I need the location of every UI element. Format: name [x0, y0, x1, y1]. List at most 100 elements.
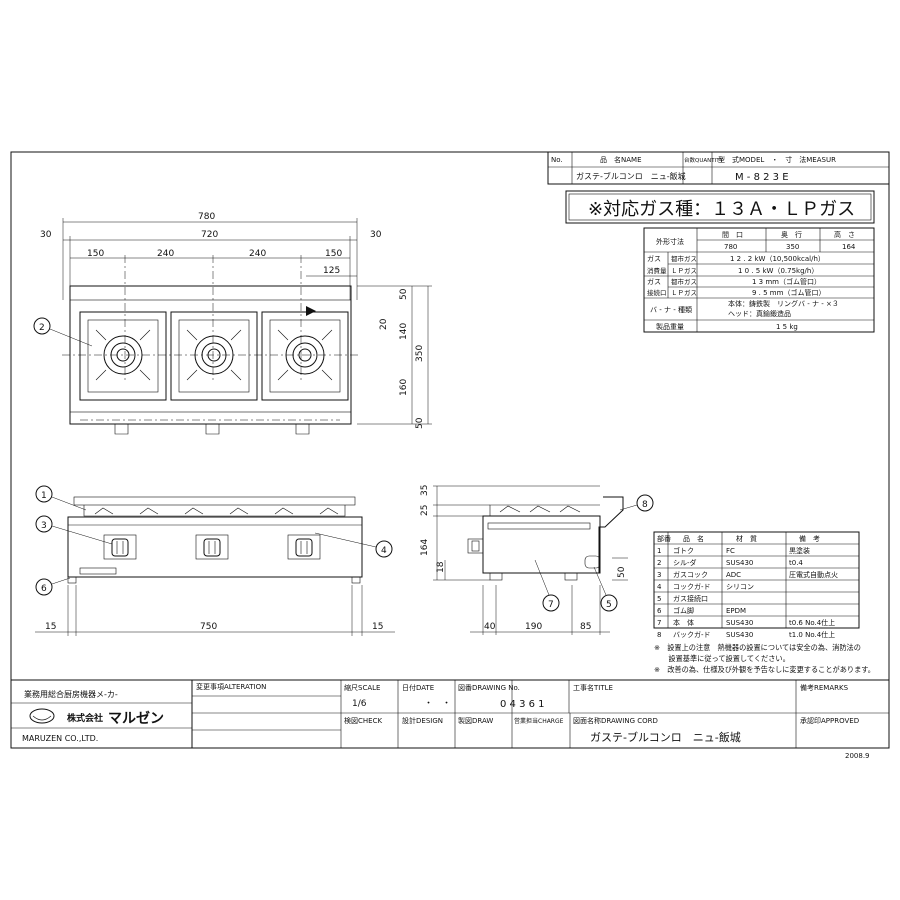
model-number: M - 8 2 3 E [735, 172, 789, 183]
callout-2 [33, 317, 51, 335]
svg-text:4: 4 [381, 546, 387, 556]
charge-label: 営業担当CHARGE [514, 717, 564, 725]
drawing-no-label: 図番DRAWING No. [458, 684, 520, 692]
connection-city: 1 3 mm（ゴム管口） [752, 277, 821, 286]
dim-value-height: 164 [842, 243, 856, 251]
col-qty-header: 台数QUANTITY [684, 156, 724, 164]
parts-cell: 4 [657, 583, 662, 591]
callout-4 [375, 540, 393, 558]
col-model-header: 型 式MODEL ・ 寸 法MEASUR [718, 155, 836, 164]
weight-label: 製品重量 [656, 322, 684, 331]
bottom-title-block: 業務用総合厨房機器メ-カ- 株式会社 マルゼン MARUZEN CO.,LTD.… [11, 679, 889, 748]
remarks-label: 備考REMARKS [800, 683, 849, 692]
gas-label-1: ガス [647, 254, 661, 263]
dim-240-left: 240 [157, 249, 174, 259]
callout-5 [600, 594, 618, 612]
consumption-lp: 1 0 . 5 kW（0.75kg/h） [738, 267, 818, 275]
dim-240-right: 240 [249, 249, 266, 259]
parts-cell: t0.6 No.4仕上 [789, 618, 835, 627]
lp-gas-label-1: ＬＰガス [671, 266, 697, 275]
approved-label: 承認印APPROVED [800, 716, 859, 725]
drawing-no-value: 0 4 3 6 1 [500, 699, 545, 710]
dim-150-right: 150 [325, 249, 342, 259]
parts-header-cell: 材 質 [736, 534, 757, 543]
parts-header-cell: 品 名 [683, 534, 704, 543]
parts-cell: 5 [657, 595, 661, 603]
connection-lp: 9 . 5 mm（ゴム管口） [752, 288, 825, 297]
dim-50-top: 50 [399, 288, 409, 300]
parts-header-cell: 部番 [657, 534, 671, 543]
city-gas-label-2: 都市ガス [671, 277, 697, 286]
dim-18: 18 [436, 561, 446, 573]
dim-25: 25 [420, 505, 430, 516]
gas-cock-knob-2-icon [203, 538, 221, 557]
parts-cell: ガス接続口 [673, 594, 708, 603]
lp-gas-label-2: ＬＰガス [671, 288, 697, 297]
dim-header-width: 間 口 [722, 231, 743, 239]
parts-cell: シル-ダ [673, 558, 697, 567]
parts-cell: ゴム脚 [673, 606, 694, 615]
dim-value-depth: 350 [786, 243, 799, 251]
parts-cell: コックガ-ド [673, 582, 711, 591]
parts-cell: 1 [657, 547, 661, 555]
alteration-label: 変更事項ALTERATION [196, 682, 266, 691]
product-name: ガステ-ブルコンロ ニュ-飯城 [576, 171, 686, 181]
parts-cell: t1.0 No.4仕上 [789, 630, 835, 639]
scale-label: 縮尺SCALE [344, 683, 380, 692]
svg-text:1: 1 [41, 491, 47, 501]
check-label: 検図CHECK [344, 716, 382, 725]
dim-160: 160 [399, 379, 409, 396]
parts-cell: ガスコック [673, 570, 708, 579]
dim-header-depth: 奥 行 [781, 230, 802, 239]
dim-140: 140 [399, 323, 409, 340]
company-tagline: 業務用総合厨房機器メ-カ- [24, 689, 118, 699]
gas-type-text: ※対応ガス種：１３Ａ・ＬＰガス [588, 199, 855, 220]
burner-line-2: ヘッド：真鍮鍛造品 [728, 309, 791, 318]
dim-30-left: 30 [40, 230, 52, 240]
parts-cell: 7 [657, 619, 661, 627]
sheet-border [10, 151, 890, 749]
maruzen-logo-icon [29, 708, 55, 724]
gas-cock-knob-3-icon [295, 538, 313, 557]
parts-header-cell: 備 考 [799, 534, 820, 543]
date-value: ・ ・ [424, 699, 451, 709]
company-name-prefix: 株式会社 [67, 712, 103, 724]
svg-text:8: 8 [642, 500, 648, 510]
callout-1 [35, 485, 53, 503]
svg-text:5: 5 [606, 600, 612, 610]
callout-6 [35, 578, 53, 596]
parts-cell: 3 [657, 571, 661, 579]
title-label: 工事名TITLE [573, 683, 613, 692]
dim-header-height: 高 さ [834, 230, 855, 239]
connection-label: 接続口 [647, 288, 667, 297]
dim-164: 164 [420, 539, 430, 556]
gas-cock-knob-1-icon [111, 538, 129, 557]
parts-cell: 8 [657, 631, 661, 639]
dim-50-side: 50 [617, 566, 627, 578]
outer-dim-label: 外形寸法 [656, 237, 684, 246]
parts-cell: SUS430 [726, 619, 753, 627]
gas-inlet-icon [584, 555, 601, 569]
callout-8 [636, 494, 654, 512]
burner-label: バ - ナ - 種類 [650, 305, 692, 314]
dim-780: 780 [198, 212, 215, 222]
draw-label: 製図DRAW [458, 716, 493, 725]
parts-cell: EPDM [726, 607, 746, 615]
note-2: 設置基準に従って設置してください。 [654, 654, 790, 663]
parts-cell: t0.4 [789, 559, 803, 567]
top-view: 780 720 30 30 150 240 240 150 125 [33, 212, 432, 435]
drawing-cord-value: ガステ-ブルコンロ ニュ-飯城 [590, 730, 741, 744]
col-name-header: 品 名NAME [600, 155, 642, 164]
note-1: ※ 設置上の注意 熱機器の設置については安全の為、消防法の [654, 643, 861, 652]
col-no-header: No. [551, 156, 563, 164]
date-label: 日付DATE [402, 683, 434, 692]
parts-cell: FC [726, 547, 735, 555]
parts-cell: ADC [726, 571, 741, 579]
parts-cell: ゴトク [673, 546, 694, 555]
dim-85: 85 [580, 622, 591, 632]
svg-text:3: 3 [41, 521, 47, 531]
flag-icon [306, 306, 316, 318]
title-block-top: No. 品 名NAME 台数QUANTITY 型 式MODEL ・ 寸 法MEA… [547, 151, 890, 185]
